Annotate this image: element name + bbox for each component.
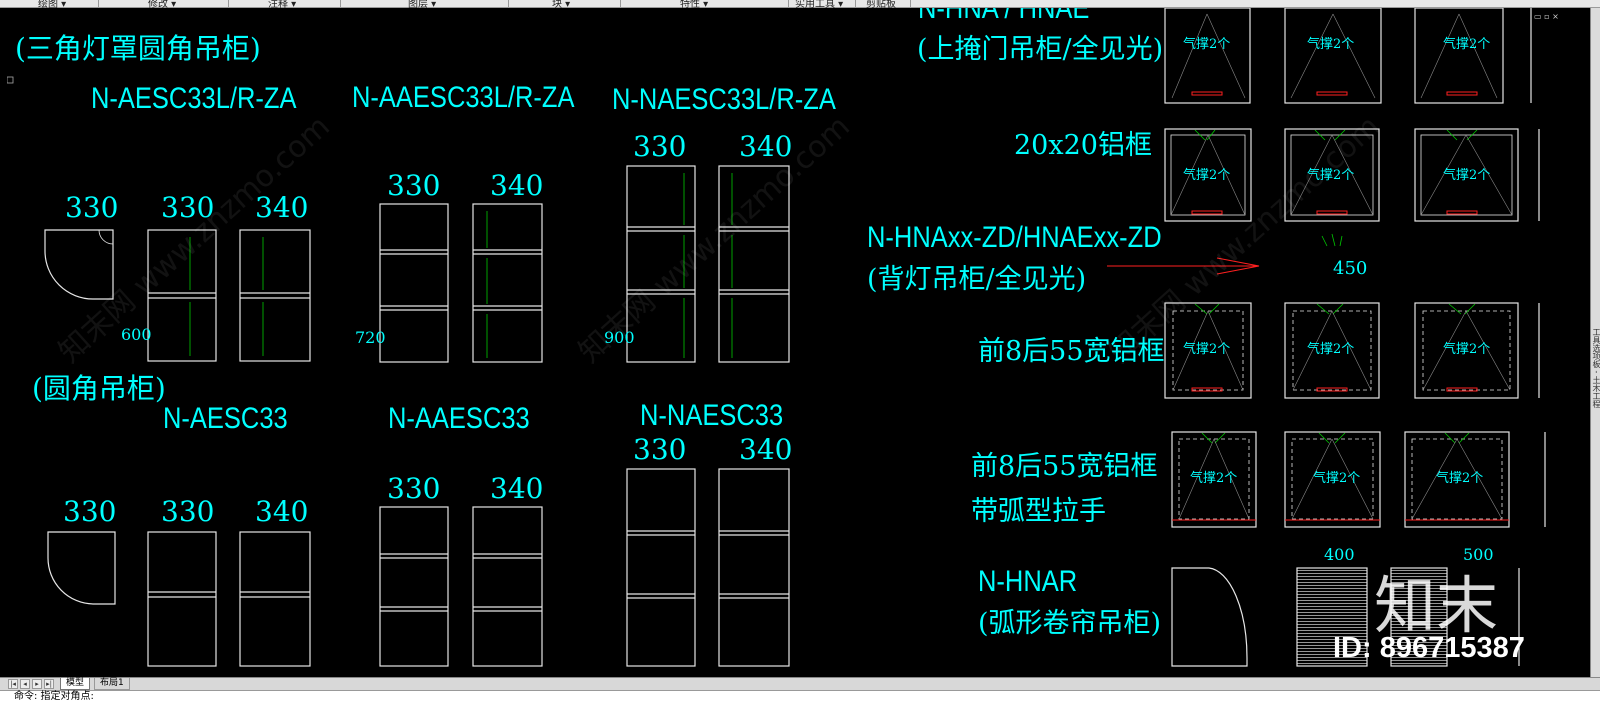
- dim-450: 450: [1333, 258, 1368, 279]
- ribbon-annotate[interactable]: 注释 ▾: [268, 0, 297, 10]
- ribbon-separator: [788, 0, 789, 7]
- tab-model[interactable]: 模型: [60, 678, 91, 690]
- box-label: 气撑2个: [1307, 37, 1355, 52]
- ribbon-separator: [620, 0, 621, 7]
- model-label: N-HNAR: [978, 565, 1078, 598]
- tab-layout1[interactable]: 布局1: [94, 678, 130, 690]
- ribbon-toolbar: 绘图 ▾ 修改 ▾ 注释 ▾ 图层 ▾ 块 ▾ 特性 ▾ 实用工具 ▾ 剪贴板: [0, 0, 1600, 10]
- dim-width: 330: [387, 472, 441, 505]
- box-label: 气撑2个: [1443, 37, 1491, 52]
- next-tab-icon[interactable]: ▸: [32, 679, 42, 689]
- ribbon-separator: [340, 0, 341, 7]
- ribbon-separator: [855, 0, 856, 7]
- dim-width: 340: [490, 169, 544, 202]
- ribbon-separator: [910, 0, 911, 7]
- label-frame-20: 20x20铝框: [1014, 130, 1152, 161]
- dim-width: 340: [739, 433, 793, 466]
- box-label: 气撑2个: [1313, 471, 1361, 486]
- dim-width: 330: [387, 169, 441, 202]
- model-space-canvas[interactable]: 知末网 www.znzmo.com 知末网 www.znzmo.com 知末网 …: [7, 8, 1590, 677]
- dim-width: 330: [161, 191, 215, 224]
- drawing-geometry: [7, 8, 1546, 667]
- last-tab-icon[interactable]: ▸|: [44, 679, 54, 689]
- label-backlight: (背灯吊柜/全见光): [867, 264, 1087, 295]
- dim-500: 500: [1463, 545, 1494, 564]
- viewport-controls[interactable]: ▭ ▫ ×: [1534, 12, 1559, 21]
- ribbon-modify[interactable]: 修改 ▾: [148, 0, 177, 10]
- box-label: 气撑2个: [1443, 168, 1491, 183]
- label-hnar: (弧形卷帘吊柜): [978, 608, 1162, 639]
- model-label: N-NAESC33L/R-ZA: [612, 83, 836, 116]
- command-line[interactable]: 命令: 指定对角点:: [0, 690, 1600, 704]
- title-triangle-round-cabinet: (三角灯罩圆角吊柜): [15, 32, 261, 65]
- ribbon-properties[interactable]: 特性 ▾: [680, 0, 709, 10]
- dim-width: 330: [161, 495, 215, 528]
- ribbon-draw[interactable]: 绘图 ▾: [38, 0, 67, 10]
- model-label: N-AESC33L/R-ZA: [91, 82, 297, 115]
- box-label: 气撑2个: [1183, 342, 1231, 357]
- dim-400: 400: [1324, 545, 1355, 564]
- dim-width: 340: [490, 472, 544, 505]
- asset-id: ID: 896715387: [1333, 632, 1525, 664]
- dim-height: 900: [604, 328, 635, 347]
- label-arc-handle: 带弧型拉手: [971, 496, 1106, 527]
- model-label: N-AESC33: [163, 402, 288, 435]
- label-frame-8-55: 前8后55宽铝框: [971, 451, 1158, 482]
- ribbon-separator: [228, 0, 229, 7]
- box-label: 气撑2个: [1183, 168, 1231, 183]
- box-label: 气撑2个: [1443, 342, 1491, 357]
- model-label: N-AAESC33L/R-ZA: [352, 81, 575, 114]
- command-line-text: 命令: 指定对角点:: [14, 691, 94, 702]
- tool-palette-strip[interactable]: 工具选项板 - 土木工程: [1590, 8, 1600, 677]
- dim-height: 720: [355, 328, 386, 347]
- first-tab-icon[interactable]: |◂: [8, 679, 18, 689]
- box-label: 气撑2个: [1436, 471, 1484, 486]
- ribbon-separator: [98, 0, 99, 7]
- tool-palette-title: 工具选项板 - 土木工程: [1592, 328, 1600, 408]
- ribbon-block[interactable]: 块 ▾: [552, 0, 571, 10]
- box-label: 气撑2个: [1307, 342, 1355, 357]
- box-label: 气撑2个: [1307, 168, 1355, 183]
- box-label: 气撑2个: [1190, 471, 1238, 486]
- label-upper-door: (上掩门吊柜/全见光): [917, 34, 1164, 65]
- ribbon-layers[interactable]: 图层 ▾: [408, 0, 437, 10]
- dim-width: 340: [255, 191, 309, 224]
- ribbon-utilities[interactable]: 实用工具 ▾: [795, 0, 844, 10]
- ribbon-separator: [508, 0, 509, 7]
- model-label: N-NAESC33: [640, 399, 784, 432]
- znzmo-logo: 知末: [1374, 569, 1499, 642]
- prev-tab-icon[interactable]: ◂: [20, 679, 30, 689]
- dim-width: 340: [255, 495, 309, 528]
- model-label: N-HNA / HNAE: [918, 8, 1090, 25]
- dim-width: 330: [633, 433, 687, 466]
- label-frame-8-55: 前8后55宽铝框: [978, 336, 1165, 367]
- ribbon-clipboard[interactable]: 剪贴板: [866, 0, 896, 10]
- model-label: N-HNAxx-ZD/HNAExx-ZD: [867, 221, 1162, 254]
- model-label: N-AAESC33: [388, 402, 530, 435]
- dim-width: 330: [633, 130, 687, 163]
- dim-height: 600: [121, 325, 152, 344]
- layout-tabs-bar: |◂ ◂ ▸ ▸| 模型 布局1: [0, 677, 1600, 690]
- dim-width: 330: [65, 191, 119, 224]
- upper-door-boxes: [1164, 8, 1532, 104]
- dim-width: 330: [63, 495, 117, 528]
- title-round-cabinet: (圆角吊柜): [32, 372, 166, 405]
- box-label: 气撑2个: [1183, 37, 1231, 52]
- dim-width: 340: [739, 130, 793, 163]
